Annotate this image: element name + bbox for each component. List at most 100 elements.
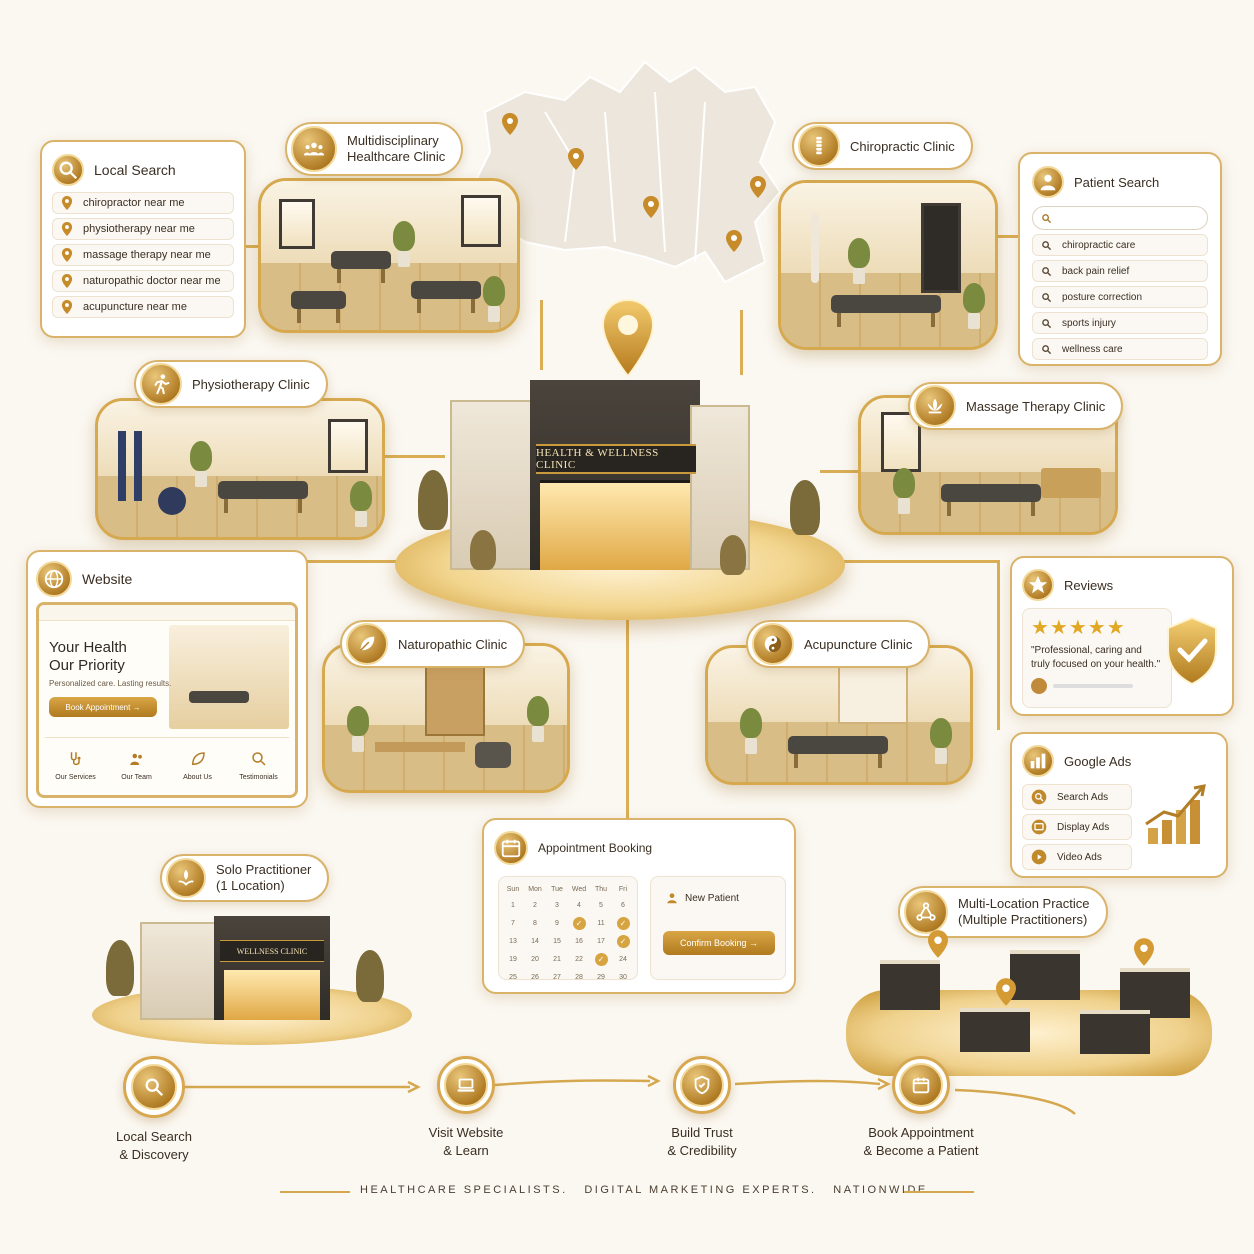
calendar-weekday: Sun (506, 885, 520, 893)
chiropractic-clinic-title: Chiropractic Clinic (850, 138, 955, 154)
calendar-date[interactable]: 15 (553, 937, 561, 945)
website-nav-item[interactable]: Testimonials (229, 738, 289, 793)
website-headline-2: Our Priority (49, 657, 125, 674)
step-3-line1: Build Trust (671, 1125, 733, 1140)
google-ads-item-label: Search Ads (1057, 791, 1109, 803)
website-nav-label: Our Services (55, 774, 96, 781)
journey-step-book: Book Appointment & Become a Patient (852, 1056, 990, 1160)
google-ads-title: Google Ads (1064, 753, 1132, 769)
calendar-date[interactable]: ✓ (613, 915, 633, 931)
website-nav-item[interactable]: Our Team (107, 738, 167, 793)
local-search-item[interactable]: naturopathic doctor near me (52, 270, 234, 292)
review-quote: "Professional, caring and truly focused … (1031, 645, 1161, 670)
calendar-weekday: Thu (594, 885, 608, 893)
calendar-date[interactable]: 14 (531, 937, 539, 945)
calendar-date[interactable]: 9 (555, 919, 559, 927)
website-nav-item[interactable]: About Us (168, 738, 228, 793)
calendar-date[interactable]: 30 (619, 973, 627, 981)
patient-search-suggestion-label: wellness care (1062, 343, 1123, 355)
team-icon (129, 753, 142, 765)
lotus-icon (914, 385, 956, 427)
naturopathic-clinic-title: Naturopathic Clinic (398, 636, 508, 652)
calendar-date[interactable]: 25 (509, 973, 517, 981)
local-search-item[interactable]: physiotherapy near me (52, 218, 234, 240)
calendar-date[interactable]: 27 (553, 973, 561, 981)
calendar-date[interactable]: ✓ (569, 915, 589, 931)
local-search-item-label: chiropractor near me (83, 197, 185, 209)
globe-icon (36, 561, 72, 597)
calendar-date[interactable]: 19 (509, 955, 517, 963)
mini-building (1080, 1010, 1150, 1054)
review-stars: ★★★★★ (1031, 617, 1126, 639)
avatar (1031, 678, 1047, 694)
calendar-date[interactable]: 6 (621, 901, 625, 909)
calendar-date[interactable]: 3 (555, 901, 559, 909)
confirm-booking-button[interactable]: Confirm Booking → (663, 931, 775, 955)
website-nav-item[interactable]: Our Services (46, 738, 106, 793)
footer-line-left (280, 1191, 350, 1193)
search-icon (1042, 240, 1052, 250)
calendar-date[interactable]: 13 (509, 937, 517, 945)
search-icon (1042, 213, 1052, 223)
local-search-item[interactable]: massage therapy near me (52, 244, 234, 266)
local-search-item[interactable]: acupuncture near me (52, 296, 234, 318)
patient-search-suggestion[interactable]: chiropractic care (1032, 234, 1208, 256)
calendar-date[interactable]: 1 (511, 901, 515, 909)
map-pin-icon (61, 300, 73, 314)
tree (356, 950, 384, 1002)
calendar-date[interactable]: 11 (597, 919, 605, 927)
local-search-list: chiropractor near me physiotherapy near m… (52, 192, 234, 318)
calendar-date[interactable]: 22 (575, 955, 583, 963)
calendar-date[interactable]: ✓ (591, 951, 611, 967)
calendar-date[interactable]: 28 (575, 973, 583, 981)
google-ads-item[interactable]: Search Ads (1022, 784, 1132, 810)
map-pin-icon (61, 222, 73, 236)
calendar-date[interactable]: 7 (511, 919, 515, 927)
connector-line (995, 235, 1020, 238)
local-search-item[interactable]: chiropractor near me (52, 192, 234, 214)
patient-search-input[interactable] (1032, 206, 1208, 230)
patient-search-suggestion[interactable]: wellness care (1032, 338, 1208, 360)
network-icon (904, 890, 948, 934)
calendar-date[interactable]: 2 (533, 901, 537, 909)
reviews-card: Reviews ★★★★★ "Professional, caring and … (1010, 556, 1234, 716)
mini-building (880, 960, 940, 1010)
calendar-date[interactable]: ✓ (613, 933, 633, 949)
calendar-date[interactable]: 4 (577, 901, 581, 909)
calendar-date[interactable]: 8 (533, 919, 537, 927)
calendar-date[interactable]: 17 (597, 937, 605, 945)
footer-tagline: HEALTHCARE SPECIALISTS. DIGITAL MARKETIN… (360, 1184, 934, 1196)
journey-step-trust: Build Trust & Credibility (640, 1056, 764, 1160)
local-search-item-label: massage therapy near me (83, 249, 211, 261)
calendar-date[interactable]: 16 (575, 937, 583, 945)
new-patient-panel: New Patient Confirm Booking → (650, 876, 786, 980)
appointment-booking-title: Appointment Booking (538, 841, 653, 855)
patient-search-suggestion[interactable]: back pain relief (1032, 260, 1208, 282)
user-icon (1032, 166, 1064, 198)
physiotherapy-room-illustration (95, 398, 385, 540)
website-nav-label: Testimonials (239, 774, 278, 781)
calendar-weekday: Fri (618, 885, 628, 893)
acupuncture-room-illustration (705, 645, 973, 785)
calendar-date[interactable]: 5 (599, 901, 603, 909)
patient-search-suggestion[interactable]: sports injury (1032, 312, 1208, 334)
google-ads-item[interactable]: Video Ads (1022, 844, 1132, 870)
calendar-date[interactable]: 26 (531, 973, 539, 981)
patient-search-suggestion[interactable]: posture correction (1032, 286, 1208, 308)
book-appointment-button[interactable]: Book Appointment → (49, 697, 157, 717)
calendar-date[interactable]: 29 (597, 973, 605, 981)
chiropractic-clinic-label: Chiropractic Clinic (792, 122, 973, 170)
calendar-date[interactable]: 20 (531, 955, 539, 963)
acupuncture-clinic-title: Acupuncture Clinic (804, 636, 913, 652)
tree (418, 470, 448, 530)
search-icon (1031, 789, 1047, 805)
check-icon: ✓ (616, 916, 630, 930)
calendar-date[interactable]: 24 (619, 955, 627, 963)
step-4-line1: Book Appointment (868, 1125, 974, 1140)
patient-search-suggestion-label: chiropractic care (1062, 239, 1136, 251)
google-ads-item[interactable]: Display Ads (1022, 814, 1132, 840)
calendar-date[interactable]: 21 (553, 955, 561, 963)
